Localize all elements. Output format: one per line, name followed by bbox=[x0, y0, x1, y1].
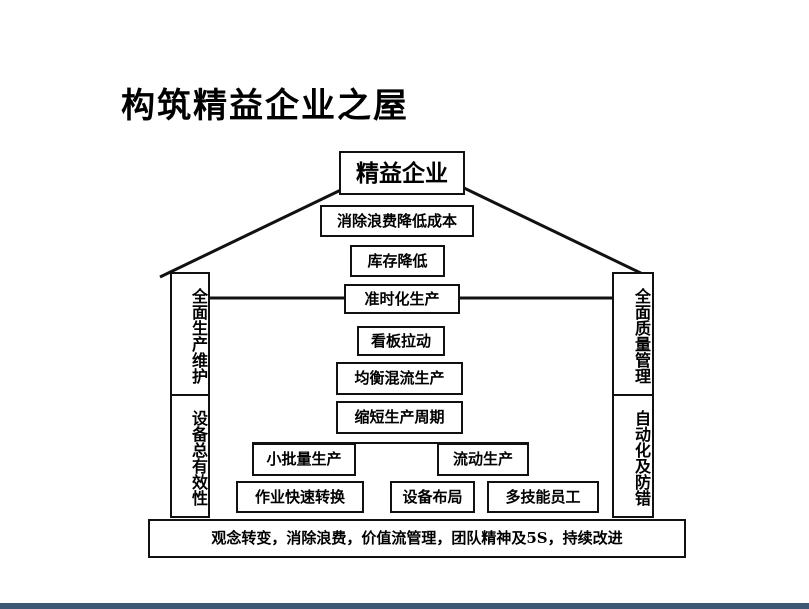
just-in-time-label: 准时化生产 bbox=[364, 289, 440, 308]
equipment-layout-label: 设备布局 bbox=[402, 487, 463, 506]
lean-enterprise-label: 精益企业 bbox=[356, 159, 448, 187]
heijunka-box: 均衡混流生产 bbox=[336, 362, 463, 395]
waste-reduction-label: 消除浪费降低成本 bbox=[336, 211, 457, 230]
foundation-box: 观念转变，消除浪费，价值流管理，团队精神及5S，持续改进 bbox=[148, 519, 686, 558]
quick-changeover-box: 作业快速转换 bbox=[236, 481, 364, 513]
waste-reduction-box: 消除浪费降低成本 bbox=[320, 205, 474, 237]
cycle-time-box: 缩短生产周期 bbox=[336, 401, 463, 434]
equipment-layout-box: 设备布局 bbox=[390, 481, 475, 513]
inventory-reduction-label: 库存降低 bbox=[367, 251, 428, 270]
slide-bottom-bar bbox=[0, 603, 809, 609]
kanban-pull-label: 看板拉动 bbox=[370, 331, 431, 350]
flow-production-box: 流动生产 bbox=[437, 443, 529, 476]
lean-enterprise-box: 精益企业 bbox=[339, 151, 465, 195]
flow-production-label: 流动生产 bbox=[452, 450, 513, 468]
page-title: 构筑精益企业之屋 bbox=[121, 86, 409, 126]
cycle-time-label: 缩短生产周期 bbox=[354, 408, 445, 426]
right-pillar-top-text: 全面质量管理 bbox=[632, 288, 651, 384]
right-pillar-bottom-text: 自动化及防错 bbox=[632, 410, 651, 506]
quick-changeover-label: 作业快速转换 bbox=[254, 487, 345, 506]
right-pillar-divider bbox=[612, 394, 654, 396]
small-batch-label: 小批量生产 bbox=[266, 450, 342, 468]
left-pillar-top-text: 全面生产维护 bbox=[189, 288, 208, 384]
left-pillar-divider bbox=[170, 394, 210, 396]
kanban-pull-box: 看板拉动 bbox=[357, 326, 445, 356]
left-pillar-bottom-text: 设备总有效性 bbox=[189, 410, 208, 506]
multi-skilled-staff-box: 多技能员工 bbox=[487, 481, 599, 513]
just-in-time-box: 准时化生产 bbox=[344, 284, 460, 314]
inventory-reduction-box: 库存降低 bbox=[350, 245, 445, 277]
roof-right-line bbox=[463, 186, 650, 279]
roof-left-line bbox=[159, 186, 346, 279]
foundation-label: 观念转变，消除浪费，价值流管理，团队精神及5S，持续改进 bbox=[211, 529, 623, 547]
small-batch-box: 小批量生产 bbox=[252, 443, 356, 476]
heijunka-label: 均衡混流生产 bbox=[354, 369, 445, 387]
multi-skilled-staff-label: 多技能员工 bbox=[505, 487, 581, 506]
